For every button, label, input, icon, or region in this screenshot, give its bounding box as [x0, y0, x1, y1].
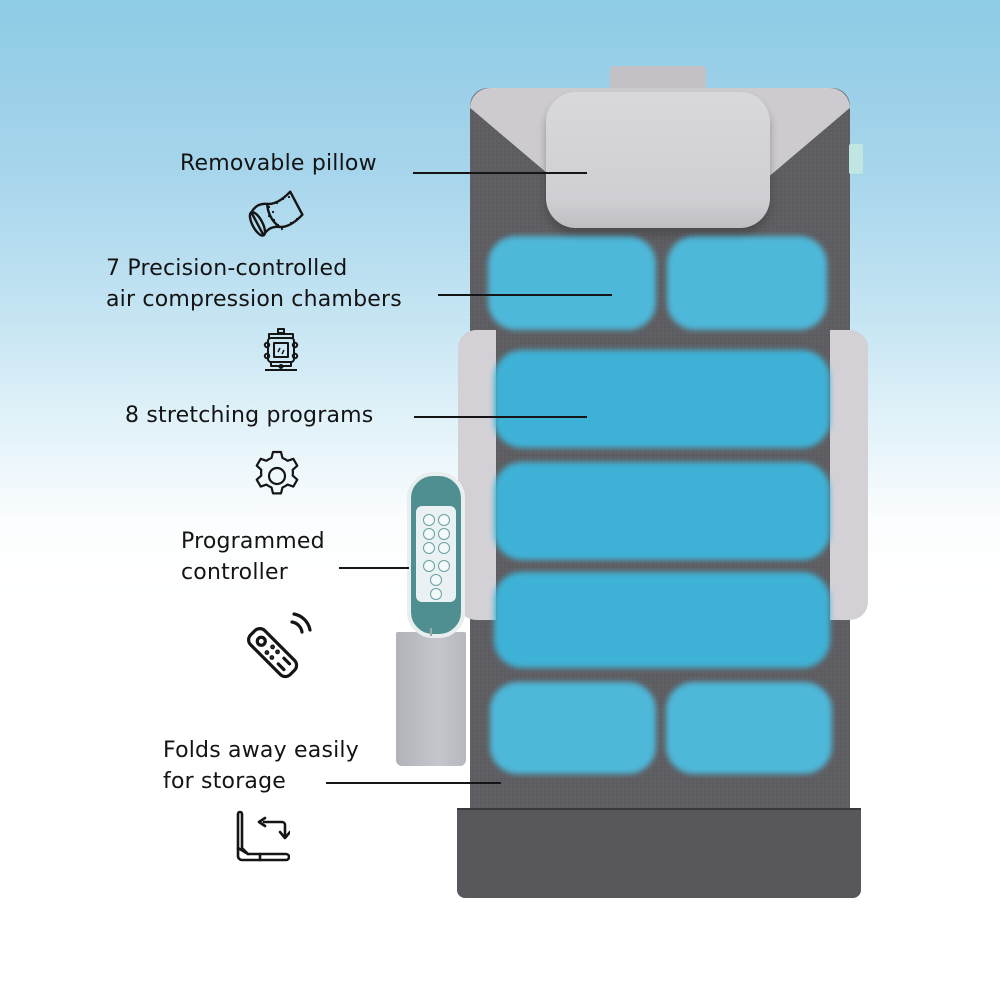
- mat-right-bolster: [830, 330, 868, 620]
- controller-cord: [430, 628, 432, 636]
- air-chamber-upper-right: [667, 236, 827, 330]
- leader-line-controller: [339, 567, 409, 569]
- controller-button: [438, 542, 450, 554]
- air-chamber-upper-left: [488, 236, 656, 330]
- air-compressor-icon: [263, 328, 299, 372]
- controller-button: [430, 588, 442, 600]
- controller-button: [430, 574, 442, 586]
- air-chamber-band-2: [494, 462, 830, 560]
- pillow-icon: [247, 185, 313, 241]
- controller-button: [423, 528, 435, 540]
- leader-line-programs: [414, 416, 587, 418]
- leader-line-pillow: [413, 172, 587, 174]
- feature-label-pillow: Removable pillow: [180, 151, 377, 176]
- leader-line-storage: [326, 782, 501, 784]
- fold-icon: [234, 810, 290, 866]
- controller-button: [423, 560, 435, 572]
- leader-line-chambers: [438, 294, 612, 296]
- feature-label-controller: Programmed controller: [181, 529, 325, 585]
- feature-label-programs: 8 stretching programs: [125, 403, 374, 428]
- removable-pillow: [546, 92, 770, 228]
- controller-button: [423, 514, 435, 526]
- handheld-controller: [407, 472, 465, 638]
- controller-button: [423, 542, 435, 554]
- remote-control-icon: [240, 610, 316, 686]
- feature-label-storage: Folds away easily for storage: [163, 738, 359, 794]
- feature-label-chambers: 7 Precision-controlled air compression c…: [106, 256, 402, 312]
- mat-foot-section: [457, 808, 861, 898]
- air-chamber-band-1: [494, 350, 830, 448]
- controller-button-panel: [416, 506, 456, 602]
- controller-pouch: [396, 632, 466, 766]
- mat-side-tab: [849, 144, 863, 174]
- gear-icon: [250, 449, 304, 503]
- controller-button: [438, 560, 450, 572]
- air-chamber-band-3: [494, 572, 830, 668]
- air-chamber-lower-right: [666, 682, 832, 774]
- controller-button: [438, 514, 450, 526]
- controller-button: [438, 528, 450, 540]
- air-chamber-lower-left: [490, 682, 656, 774]
